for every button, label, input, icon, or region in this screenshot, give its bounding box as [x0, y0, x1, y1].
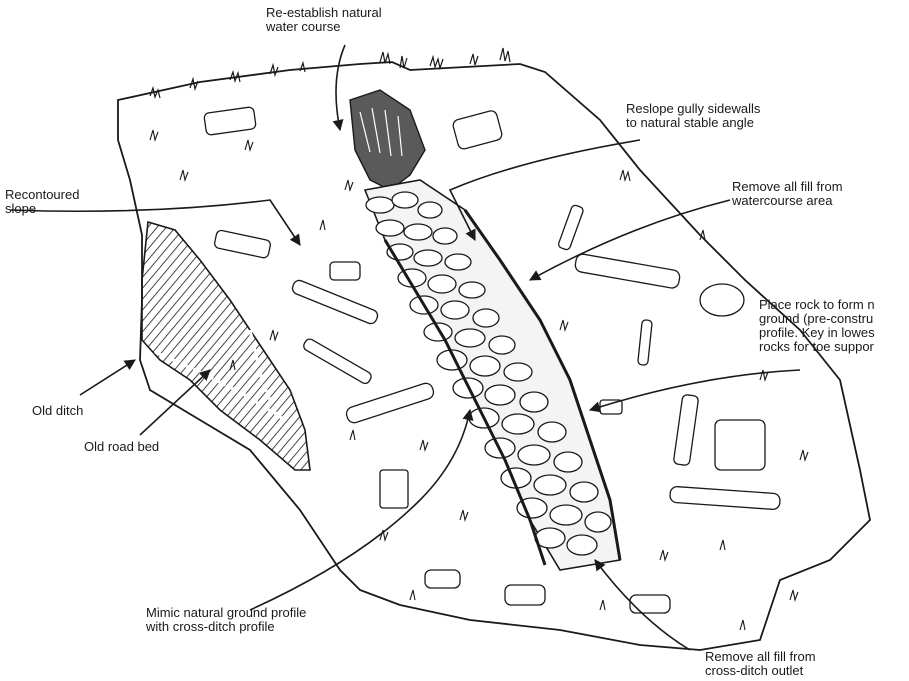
label-line: rocks for toe suppor: [759, 340, 875, 354]
label-mimic-ground-profile: Mimic natural ground profile with cross-…: [146, 606, 306, 634]
label-line: Old road bed: [84, 440, 159, 454]
label-remove-fill-watercourse: Remove all fill from watercourse area: [732, 180, 843, 208]
label-line: cross-ditch outlet: [705, 664, 816, 678]
label-line: watercourse area: [732, 194, 843, 208]
label-line: Mimic natural ground profile: [146, 606, 306, 620]
label-line: Remove all fill from: [732, 180, 843, 194]
label-natural-water-course: Re-establish natural water course: [266, 6, 382, 34]
label-old-ditch: Old ditch: [32, 404, 83, 418]
label-line: Place rock to form n: [759, 298, 875, 312]
label-line: Recontoured: [5, 188, 79, 202]
label-line: profile. Key in lowes: [759, 326, 875, 340]
label-recontoured-slope: Recontoured slope: [5, 188, 79, 216]
label-line: to natural stable angle: [626, 116, 760, 130]
label-remove-fill-outlet: Remove all fill from cross-ditch outlet: [705, 650, 816, 678]
label-line: Reslope gully sidewalls: [626, 102, 760, 116]
label-line: ground (pre-constru: [759, 312, 875, 326]
label-line: slope: [5, 202, 79, 216]
label-old-road-bed: Old road bed: [84, 440, 159, 454]
label-line: water course: [266, 20, 382, 34]
label-place-rock: Place rock to form n ground (pre-constru…: [759, 298, 875, 354]
leader-old-ditch: [80, 360, 135, 395]
label-line: Old ditch: [32, 404, 83, 418]
label-reslope-gully: Reslope gully sidewalls to natural stabl…: [626, 102, 760, 130]
label-line: Re-establish natural: [266, 6, 382, 20]
label-line: with cross-ditch profile: [146, 620, 306, 634]
label-line: Remove all fill from: [705, 650, 816, 664]
